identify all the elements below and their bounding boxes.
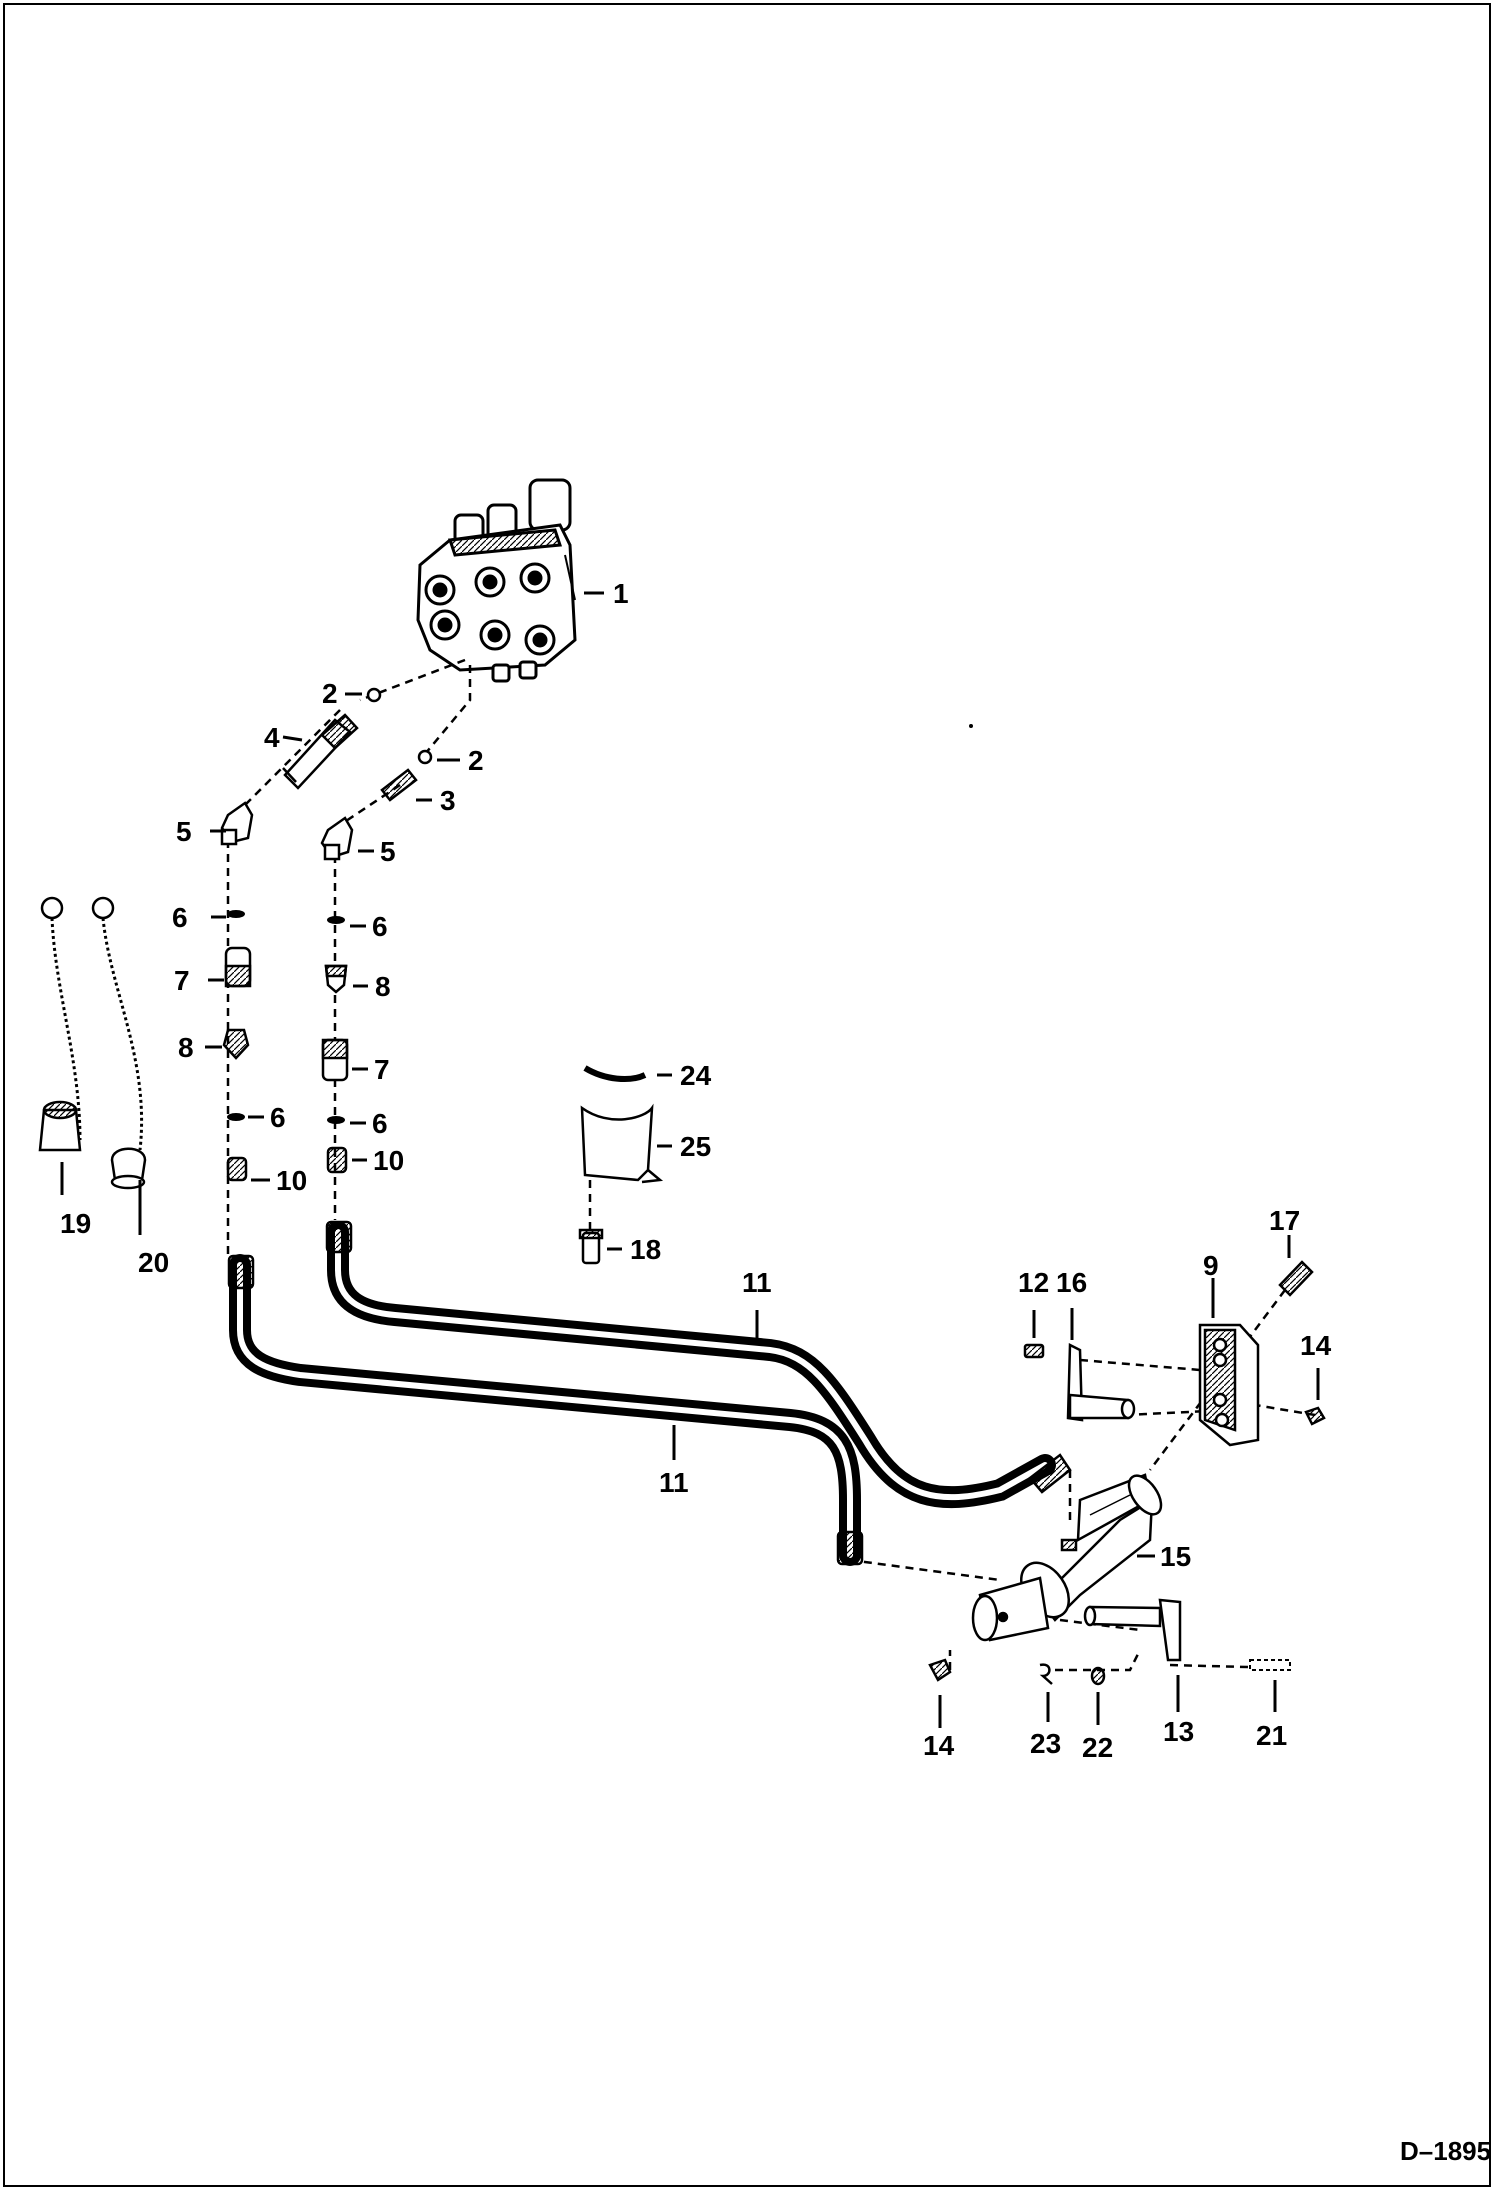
callout-24: 24 xyxy=(680,1060,712,1091)
callout-5: 5 xyxy=(176,816,192,847)
part-callouts: 1 2 2 3 4 5 5 6 6 6 6 7 7 8 8 9 10 10 11… xyxy=(60,578,1332,1763)
callout-18: 18 xyxy=(630,1234,661,1265)
drawing-frame xyxy=(3,3,1491,2187)
callout-16: 16 xyxy=(1056,1267,1087,1298)
dust-cap-chain xyxy=(38,896,147,1190)
quick-coupler xyxy=(224,946,349,1082)
callout-25: 25 xyxy=(680,1131,711,1162)
callout-1: 1 xyxy=(613,578,629,609)
callout-7: 7 xyxy=(174,965,190,996)
callout-6: 6 xyxy=(372,1108,388,1139)
hose-end-fitting xyxy=(226,1146,348,1182)
retaining-clip xyxy=(1039,1663,1053,1685)
callout-12: 12 xyxy=(1018,1267,1049,1298)
callout-10: 10 xyxy=(373,1145,404,1176)
callout-8: 8 xyxy=(178,1032,194,1063)
callout-14: 14 xyxy=(1300,1330,1332,1361)
callout-5: 5 xyxy=(380,836,396,867)
callout-11: 11 xyxy=(742,1267,772,1298)
mount-bracket xyxy=(1198,1323,1260,1447)
hose-guard xyxy=(580,1065,664,1184)
callout-3: 3 xyxy=(440,785,456,816)
bolt xyxy=(578,1228,604,1265)
callout-4: 4 xyxy=(264,722,280,753)
callout-15: 15 xyxy=(1160,1541,1191,1572)
callout-14: 14 xyxy=(923,1730,955,1761)
control-valve xyxy=(416,478,577,683)
callout-6: 6 xyxy=(270,1102,286,1133)
callout-13: 13 xyxy=(1163,1716,1194,1747)
seal xyxy=(227,910,345,1124)
washer xyxy=(1090,1666,1106,1686)
callout-17: 17 xyxy=(1269,1205,1300,1236)
callout-7: 7 xyxy=(374,1054,390,1085)
roll-pin xyxy=(1249,1659,1291,1671)
callout-10: 10 xyxy=(276,1165,307,1196)
hose-crimp xyxy=(227,1220,1072,1566)
elbow xyxy=(220,801,354,861)
callout-20: 20 xyxy=(138,1247,169,1278)
connector xyxy=(380,768,418,802)
callout-2: 2 xyxy=(322,678,338,709)
callout-21: 21 xyxy=(1256,1720,1287,1751)
hydraulic-hose xyxy=(229,1221,1056,1566)
callout-22: 22 xyxy=(1082,1732,1113,1763)
o-ring xyxy=(366,687,433,765)
callout-2: 2 xyxy=(468,745,484,776)
callout-8: 8 xyxy=(375,971,391,1002)
nut xyxy=(928,1406,1326,1682)
adapter xyxy=(222,964,348,1060)
clevis-pin xyxy=(1083,1598,1182,1662)
tube-fitting xyxy=(282,713,359,790)
stray-dot xyxy=(969,724,973,728)
bolt xyxy=(1278,1260,1314,1297)
hydraulic-cylinder xyxy=(971,1473,1163,1642)
callout-19: 19 xyxy=(60,1208,91,1239)
callout-11: 11 xyxy=(659,1467,689,1498)
callout-6: 6 xyxy=(372,911,388,942)
leader-lines xyxy=(60,591,1320,1728)
drawing-code: D–1895 xyxy=(1400,2136,1491,2166)
pivot-pin xyxy=(1023,1343,1136,1422)
callout-9: 9 xyxy=(1203,1250,1219,1281)
callout-23: 23 xyxy=(1030,1728,1061,1759)
callout-6: 6 xyxy=(172,902,188,933)
